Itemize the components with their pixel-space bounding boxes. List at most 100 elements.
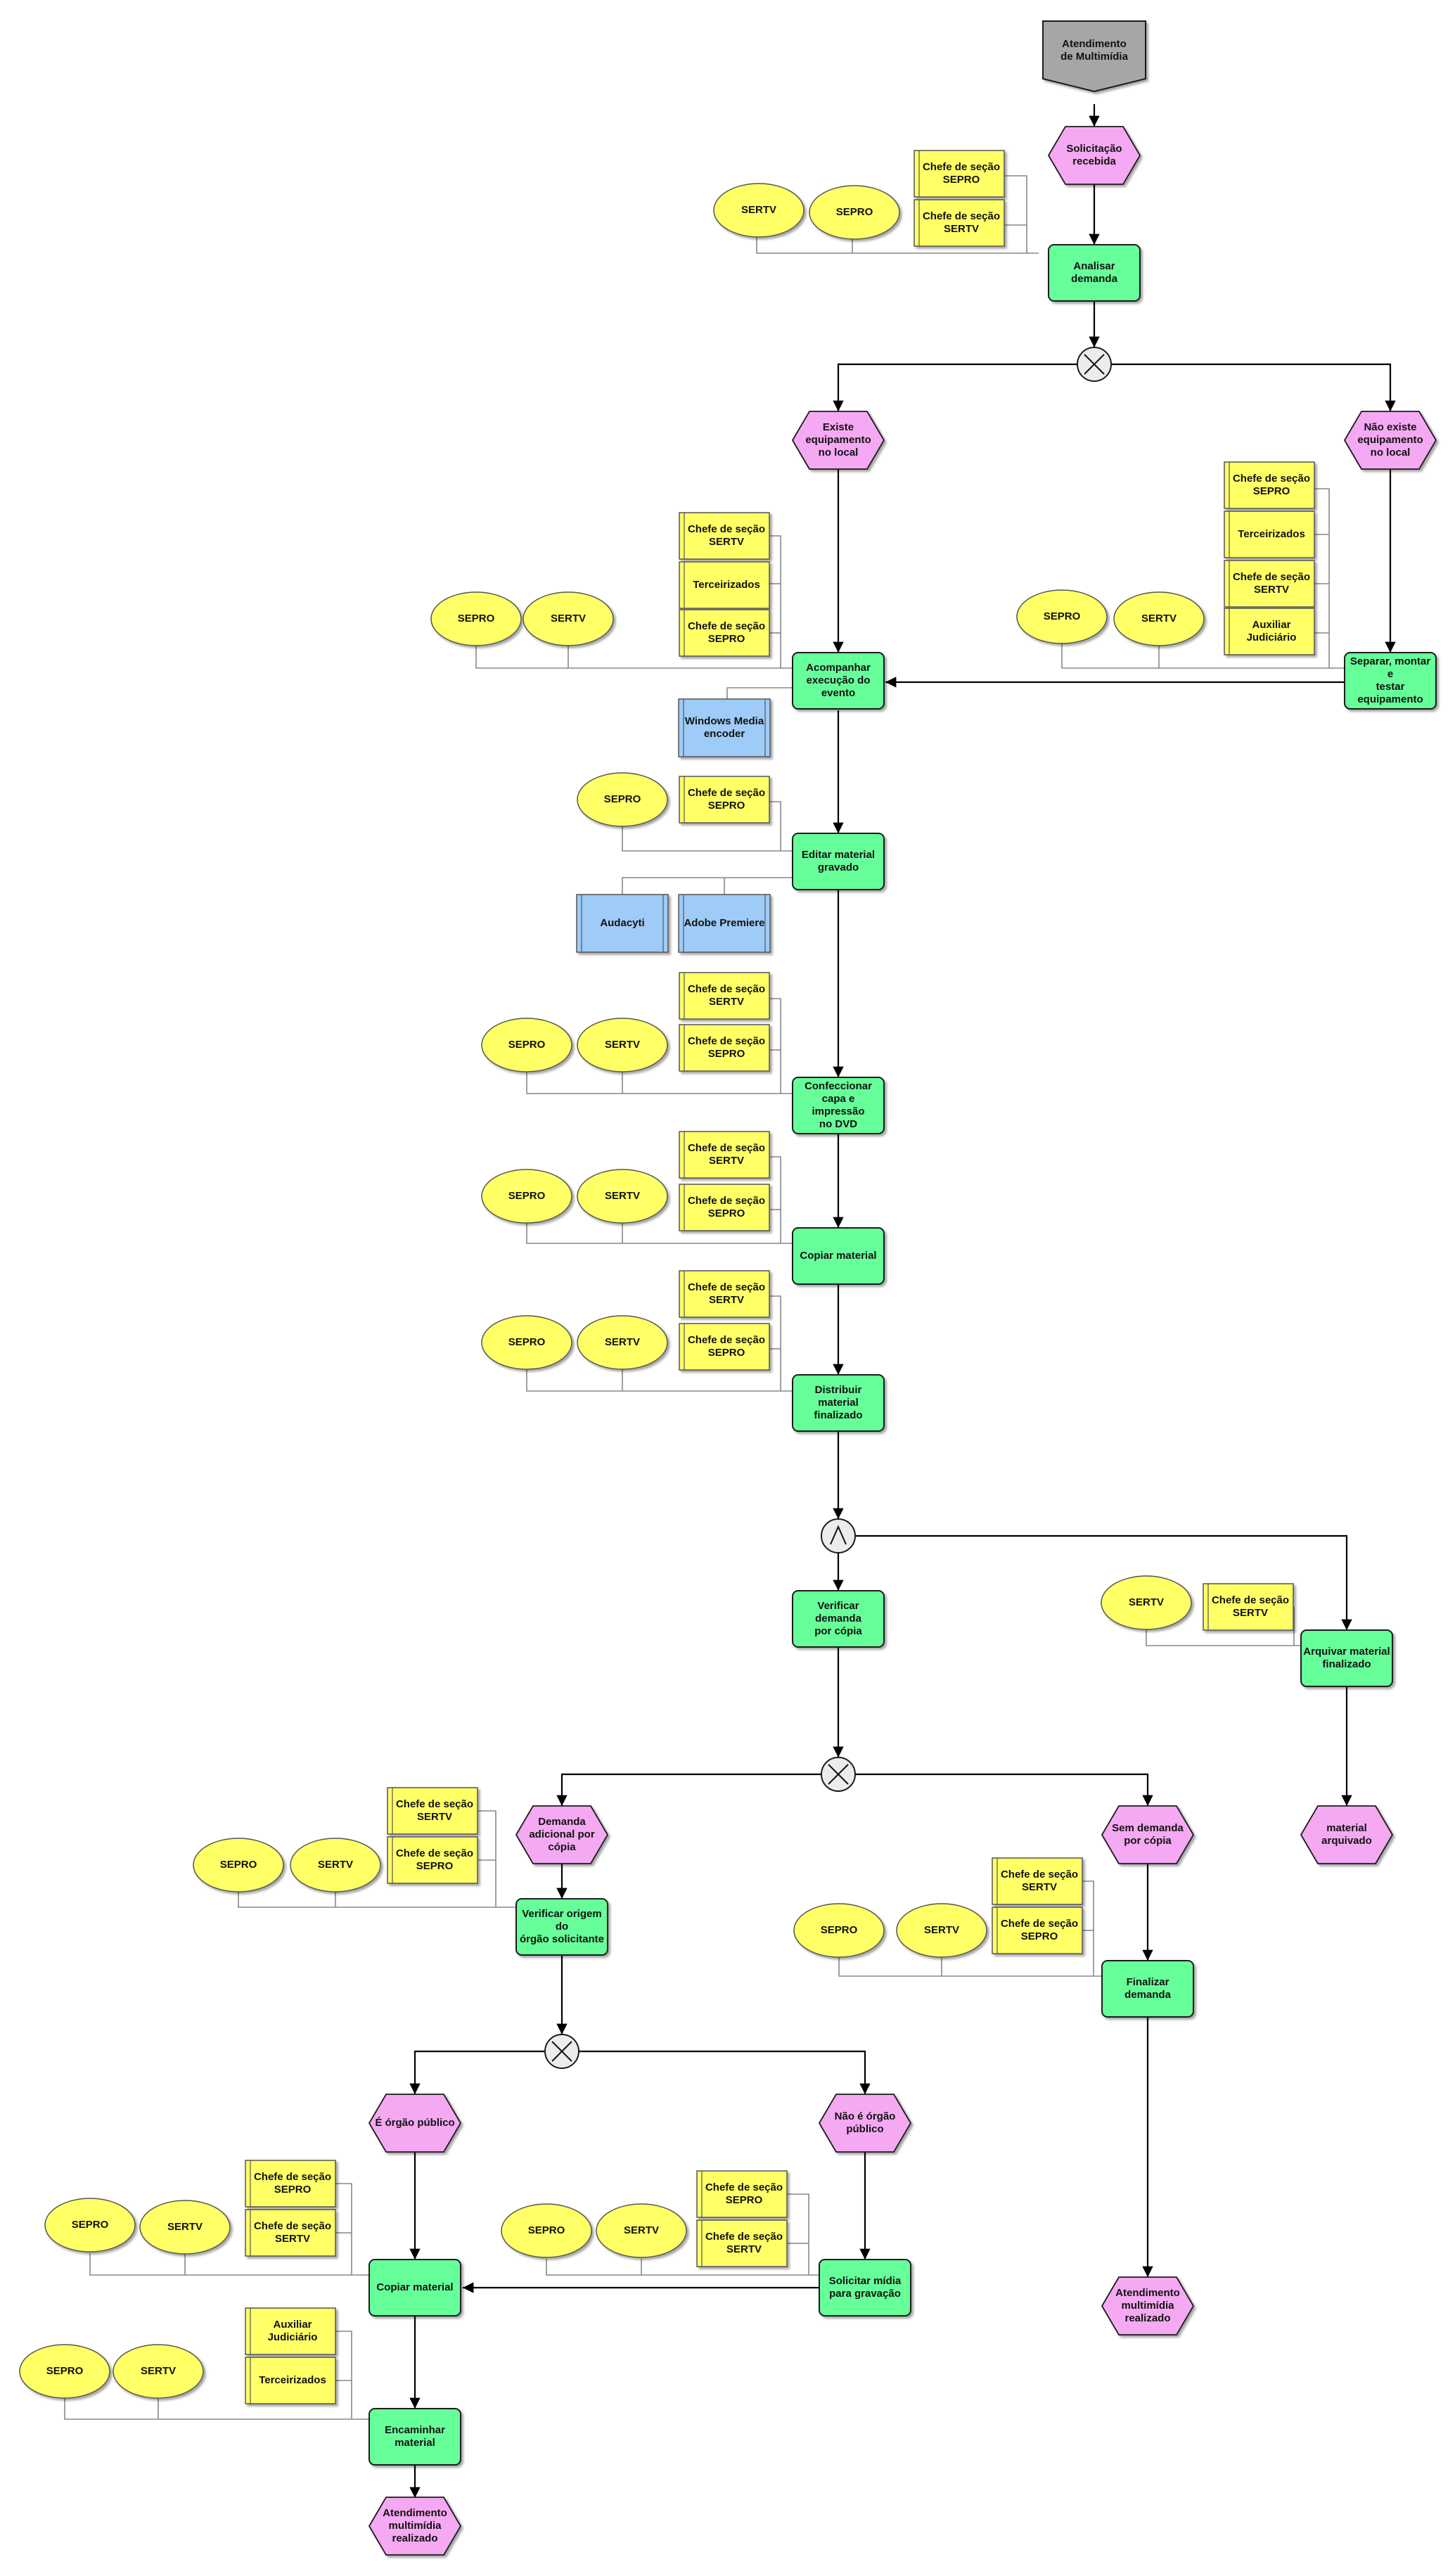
association-line <box>770 801 781 851</box>
role-chefe_sepro-label: SEPRO <box>1253 485 1290 497</box>
org-unit-sepro-4: SEPRO <box>577 772 668 827</box>
function-acompanhar_execucao-label: evento <box>821 687 855 699</box>
function-distribuir_material-label: finalizado <box>814 1409 862 1421</box>
role-chefe_sepro-label: SEPRO <box>708 1048 745 1060</box>
role-chefe_sertv-label: SERTV <box>726 2243 762 2255</box>
event-existe_equipamento-label: equipamento <box>805 434 871 446</box>
role-chefe_sertv-label: Chefe de seção <box>923 210 1000 222</box>
role-chefe_sertv-label: Chefe de seção <box>396 1798 473 1810</box>
function-copiar_material_2-label: Copiar material <box>376 2281 453 2293</box>
function-solicitar_midia-label: para gravação <box>829 2288 901 2300</box>
org-unit-sepro-12: SEPRO <box>19 2344 110 2399</box>
control-flow-arrow <box>556 1773 821 1806</box>
role-chefe_sertv-label: SERTV <box>944 223 979 235</box>
role-chefe_sepro-label: Chefe de seção <box>254 2171 331 2183</box>
function-verificar_demanda-label: Verificar <box>817 1600 859 1612</box>
event-e_orgao_publico[interactable]: É órgão público <box>368 2094 462 2153</box>
function-verificar_demanda-label: demanda <box>815 1613 862 1625</box>
role-auxiliar-label: Judiciário <box>1247 632 1297 643</box>
system-adobe_premiere: Adobe Premiere <box>678 894 771 953</box>
org-unit-sertv-label: SERTV <box>624 2224 659 2236</box>
event-demanda_adicional-label: adicional por <box>529 1828 595 1840</box>
function-editar_material-label: Editar material <box>802 849 875 861</box>
function-analisar_demanda-label: demanda <box>1071 273 1118 285</box>
connector-xor_1[interactable] <box>1077 347 1112 382</box>
role-chefe_sertv-label: Chefe de seção <box>1233 571 1310 583</box>
system-windows_media-label: encoder <box>704 728 745 740</box>
event-solicitacao_recebida-label: recebida <box>1072 155 1116 167</box>
connector-xor_3[interactable] <box>544 2034 579 2069</box>
event-atendimento_realizado_2-label: Atendimento <box>1115 2287 1180 2299</box>
role-auxiliar-label: Auxiliar <box>1252 619 1290 631</box>
org-unit-sepro-1: SEPRO <box>809 185 900 240</box>
function-verificar_origem-label: órgão solicitante <box>520 1933 604 1945</box>
association-line <box>546 2259 821 2276</box>
event-existe_equipamento-label: no local <box>819 447 859 459</box>
org-unit-sertv-label: SERTV <box>551 613 586 624</box>
function-editar_material-label: gravado <box>818 861 859 873</box>
function-confeccionar_capa-label: no DVD <box>819 1118 857 1130</box>
org-unit-sertv-4: SERTV <box>577 1018 668 1072</box>
org-unit-sertv-5: SERTV <box>577 1169 668 1224</box>
org-unit-sepro-3: SEPRO <box>1016 589 1108 644</box>
org-unit-sertv-1: SERTV <box>713 183 805 238</box>
org-unit-sepro-5: SEPRO <box>481 1018 572 1072</box>
system-audacyti-label: Audacyti <box>600 917 644 929</box>
org-unit-sepro-label: SEPRO <box>458 613 495 624</box>
association-line <box>770 1156 781 1243</box>
function-separar_montar-label: testar <box>1376 681 1405 693</box>
org-unit-sepro-10: SEPRO <box>44 2198 136 2253</box>
role-chefe_sertv-label: SERTV <box>1233 1607 1268 1619</box>
function-finalizar_demanda-label: demanda <box>1124 1989 1172 2001</box>
function-copiar_material_1[interactable]: Copiar material <box>792 1227 885 1285</box>
function-acompanhar_execucao-label: Acompanhar <box>806 662 871 674</box>
function-copiar_material_2[interactable]: Copiar material <box>368 2259 461 2317</box>
function-distribuir_material-label: material <box>818 1397 859 1409</box>
org-unit-sertv-label: SERTV <box>741 204 776 216</box>
association-line <box>89 2253 370 2276</box>
connector-xor_2[interactable] <box>821 1757 856 1792</box>
association-line <box>478 1810 496 1907</box>
control-flow-arrow <box>409 2050 545 2094</box>
function-verificar_origem-label: do <box>556 1921 568 1933</box>
connector-and_1[interactable] <box>821 1518 856 1553</box>
org-unit-sepro-label: SEPRO <box>508 1190 546 1202</box>
control-flow-arrow <box>579 2050 871 2094</box>
org-unit-sepro-label: SEPRO <box>836 206 873 218</box>
event-nao_existe_equipamento-label: equipamento <box>1357 434 1423 446</box>
role-chefe_sepro-label: SEPRO <box>708 1347 745 1359</box>
org-unit-sertv-11: SERTV <box>596 2203 687 2258</box>
role-chefe_sertv-label: SERTV <box>275 2233 310 2245</box>
